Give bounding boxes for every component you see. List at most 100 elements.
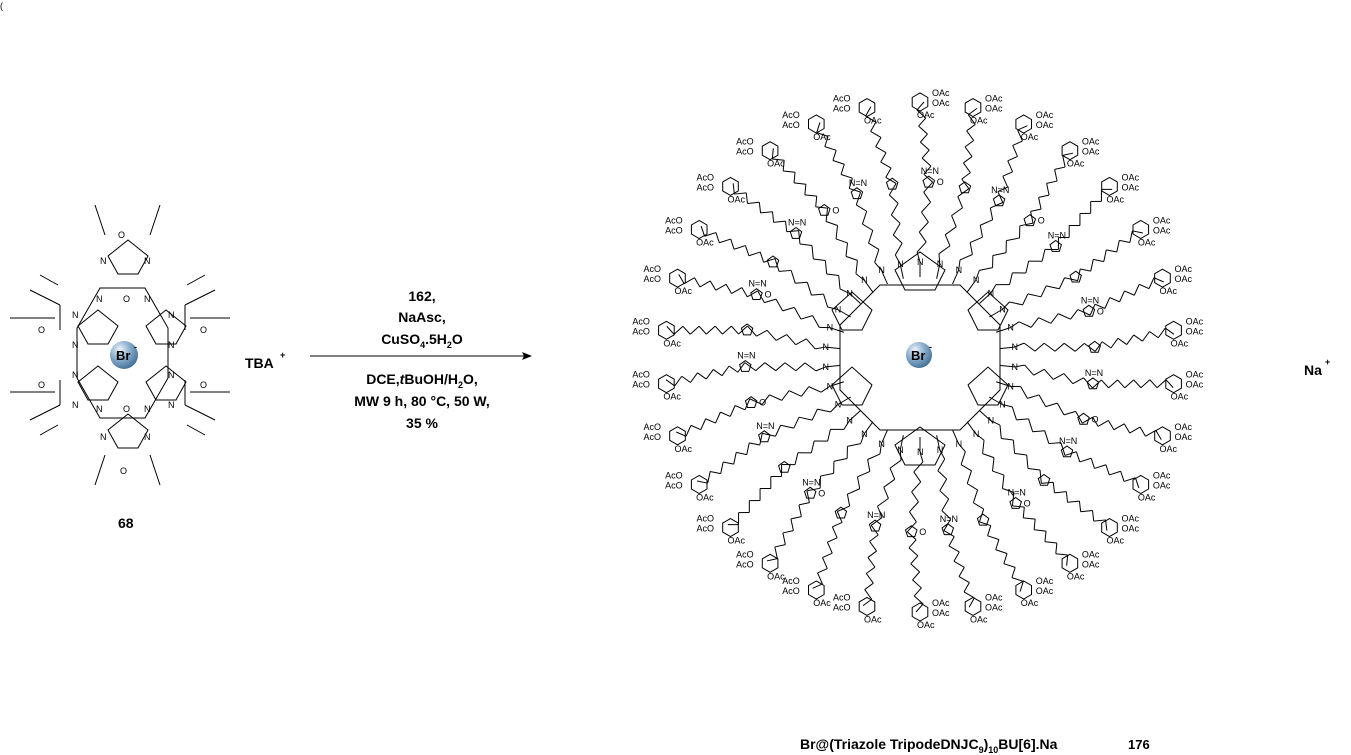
bond-line: [894, 243, 903, 256]
atom-label: OAc: [985, 94, 1003, 104]
svg-text:N: N: [96, 294, 103, 304]
atom-label: O: [1097, 306, 1104, 316]
bond-line: [1040, 285, 1047, 298]
bond-line: [1003, 563, 1016, 568]
product-dendritic-arms: [658, 92, 1182, 622]
bond-line: [1132, 230, 1143, 234]
bond-line: [1038, 394, 1047, 407]
bond-line: [963, 591, 975, 599]
atom-label: AcO: [833, 94, 851, 104]
bond-line: [1074, 343, 1085, 352]
sugar-ring: [1165, 320, 1182, 340]
bond-line: [826, 273, 839, 276]
sugar-ring: [669, 268, 686, 288]
sugar-ring: [1132, 219, 1150, 240]
bond-line: [863, 421, 874, 435]
atom-label: OAc: [674, 444, 692, 454]
bond-line: [1064, 451, 1077, 456]
bond-line: [1156, 379, 1167, 389]
bond-line: [1120, 471, 1125, 482]
triazole-ring: [739, 359, 752, 372]
bond-line: [1063, 410, 1076, 416]
sugar-ring: [722, 176, 739, 196]
atom-label: OAc: [917, 620, 935, 630]
atom-label: OAc: [932, 608, 950, 618]
product-atom-labels: OAcOAcOAcNON=NOAcOAcOAcNOAcOAcOAcNN=NOAc…: [632, 88, 1203, 630]
bond-line: [810, 440, 815, 453]
bond-line: [1157, 327, 1166, 339]
bond-line: [868, 230, 874, 244]
bond-line: [746, 442, 750, 455]
bond-line: [855, 273, 865, 281]
bond-line: [918, 117, 927, 127]
bond-line: [1024, 364, 1035, 376]
bond-line: [961, 172, 971, 180]
bond-line: [760, 211, 773, 214]
bond-line: [793, 182, 806, 185]
bond-line: [966, 279, 977, 293]
triazole-ring: [778, 460, 791, 473]
product-structure: OAcOAcOAcNON=NOAcOAcOAcNOAcOAcOAcNN=NOAc…: [632, 88, 1203, 630]
bond-line: [869, 541, 877, 552]
sugar-ring: [1101, 518, 1118, 538]
bond-line: [836, 511, 843, 523]
bond-line: [1011, 567, 1016, 578]
atom-label: N=N: [1085, 368, 1103, 378]
product-name: Br@(Triazole TripodeDNJC9)10BU[6].Na: [800, 736, 1058, 755]
bond-line: [682, 325, 691, 335]
triazole-ring: [941, 523, 955, 536]
bond-line: [824, 136, 829, 147]
bond-line: [999, 364, 1015, 368]
bond-line: [1123, 423, 1131, 434]
atom-label: N: [988, 288, 995, 298]
bond-line: [833, 457, 848, 462]
bond-line: [804, 184, 807, 195]
bond-line: [827, 537, 838, 543]
atom-label: OAc: [932, 98, 950, 108]
atom-label: OAc: [1122, 172, 1140, 182]
bond-line: [883, 487, 889, 499]
bond-line: [822, 557, 828, 569]
atom-label: N: [1011, 342, 1018, 352]
bond-line: [1001, 301, 1010, 310]
bond-line: [1044, 541, 1057, 544]
bond-line: [963, 156, 973, 164]
triazole-ring: [1082, 304, 1096, 317]
bond-line: [683, 277, 695, 285]
atom-label: AcO: [632, 380, 650, 390]
bond-line: [860, 433, 865, 444]
atom-label: OAc: [813, 598, 831, 608]
atom-label: N: [999, 400, 1006, 410]
bond-line: [774, 546, 778, 559]
bond-line: [899, 435, 904, 451]
bond-line: [951, 207, 963, 217]
bond-line: [838, 275, 841, 289]
triazole-ring: [1023, 214, 1037, 227]
bond-line: [689, 325, 700, 335]
bond-line: [1055, 542, 1058, 554]
atom-label: OAc: [1036, 586, 1054, 596]
condition-line-2: MW 9 h, 80 °C, 50 W,: [354, 393, 490, 409]
bond-line: [961, 178, 970, 189]
bond-line: [798, 230, 801, 245]
atom-label: N: [861, 429, 868, 439]
bond-line: [793, 172, 796, 183]
bond-line: [1025, 261, 1030, 274]
bond-line: [781, 390, 790, 401]
bond-line: [1002, 404, 1013, 408]
bond-line: [848, 178, 853, 189]
bond-line: [913, 595, 924, 605]
bond-line: [941, 498, 950, 511]
bond-line: [1165, 379, 1174, 388]
bond-line: [774, 425, 782, 437]
atom-label: AcO: [736, 147, 754, 157]
atom-label: OAc: [1186, 326, 1204, 336]
bond-line: [731, 287, 743, 294]
atom-label: N: [846, 288, 853, 298]
bond-line: [728, 365, 739, 373]
bond-line: [694, 277, 701, 288]
bond-line: [880, 161, 892, 169]
atom-label: OAc: [1175, 264, 1193, 274]
bond-line: [1140, 379, 1151, 389]
bond-line: [1022, 507, 1025, 518]
